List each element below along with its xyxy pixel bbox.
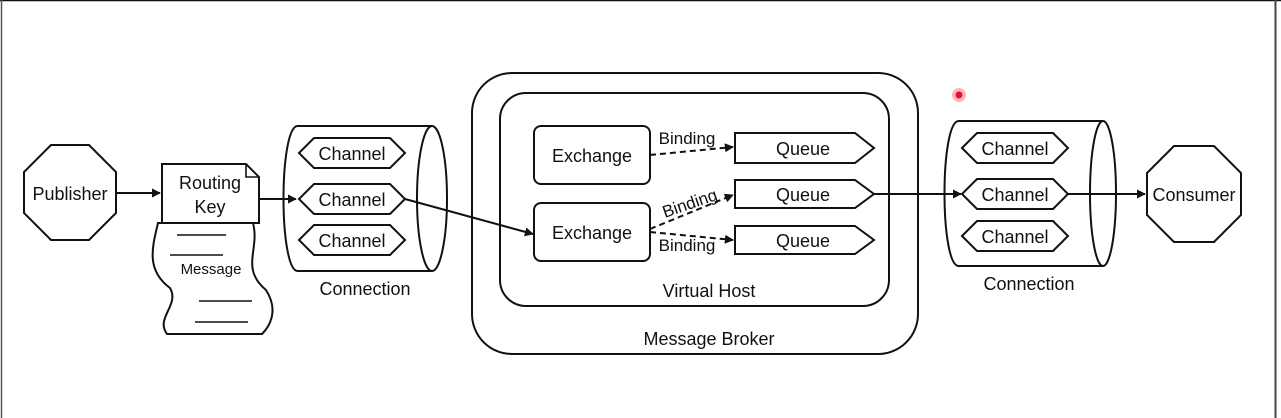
virtual-host-box <box>499 92 890 307</box>
binding-arrow-middle <box>649 193 734 230</box>
binding-label-top: Binding <box>659 129 716 148</box>
binding-arrow-bottom <box>649 231 734 244</box>
left-channel-3-label: Channel <box>318 231 385 251</box>
left-connection-cylinder <box>282 125 448 272</box>
queue-middle <box>734 179 876 209</box>
routing-key-label-line-1: Routing <box>179 173 241 193</box>
right-channel-3 <box>960 220 1070 252</box>
publisher-node <box>23 144 117 241</box>
right-connection-label: Connection <box>983 274 1074 294</box>
queue-top-label: Queue <box>776 139 830 159</box>
routing-key-fold <box>245 164 259 178</box>
message-broker-box <box>471 72 919 355</box>
queue-middle-label: Queue <box>776 185 830 205</box>
left-channel-3 <box>297 224 407 256</box>
cursor-indicator-dot <box>955 91 963 99</box>
queue-bottom <box>734 225 876 255</box>
right-channel-2-label: Channel <box>981 185 1048 205</box>
virtual-host-label: Virtual Host <box>663 281 756 301</box>
message-scroll <box>151 222 274 335</box>
queue-top <box>734 132 876 164</box>
left-channel-2-label: Channel <box>318 190 385 210</box>
left-channel-1 <box>297 137 407 169</box>
right-channel-1 <box>960 132 1070 164</box>
routing-key-label-line-2: Key <box>194 197 225 217</box>
left-channel-1-label: Channel <box>318 144 385 164</box>
queue-bottom-label: Queue <box>776 231 830 251</box>
binding-label-bottom: Binding <box>659 236 716 255</box>
publisher-label: Publisher <box>32 184 107 204</box>
arrow-channel-to-exchange <box>404 198 534 237</box>
consumer-label: Consumer <box>1152 185 1235 205</box>
binding-label-middle: Binding <box>660 185 720 221</box>
consumer-node <box>1146 145 1242 243</box>
right-channel-3-label: Channel <box>981 227 1048 247</box>
message-label: Message <box>181 261 242 278</box>
binding-arrow-top <box>649 143 734 156</box>
exchange-bottom-label: Exchange <box>552 223 632 243</box>
exchange-top-label: Exchange <box>552 146 632 166</box>
left-connection-label: Connection <box>319 279 410 299</box>
message-broker-label: Message Broker <box>643 329 774 349</box>
right-channel-1-label: Channel <box>981 139 1048 159</box>
